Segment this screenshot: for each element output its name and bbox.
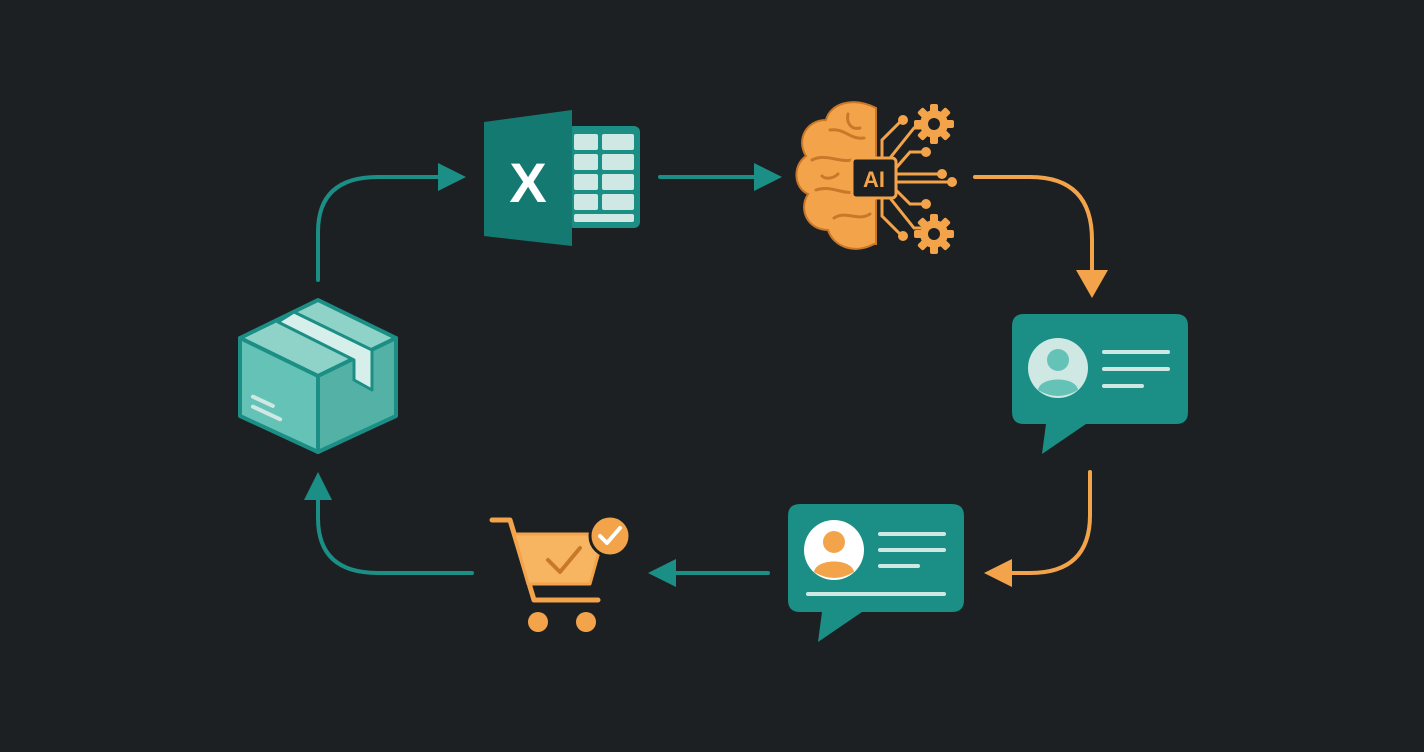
check-badge-icon [588,514,632,558]
arrow-spreadsheet-to-ai [658,163,782,191]
chat-message-orange-avatar-icon [788,504,964,642]
circuit-nodes [898,115,957,241]
excel-x-glyph: X [509,151,546,214]
ai-brain-circuit-icon: AI [795,101,957,254]
excel-spreadsheet-icon: X [484,110,640,246]
arrow-message-to-reply [984,470,1092,587]
gear-icon [914,104,954,144]
ai-chip-label: AI [863,167,885,192]
spreadsheet-grid [574,134,634,222]
arrow-package-to-spreadsheet [316,163,466,282]
message-text-lines [1102,350,1170,388]
package-box-icon [238,298,398,454]
message-text-lines [806,532,946,596]
avatar [1028,338,1088,398]
arrow-cart-to-package [304,472,474,575]
gear-icon [914,214,954,254]
chat-message-teal-avatar-icon [1012,314,1188,454]
shopping-cart-check-icon [489,514,632,632]
arrow-ai-to-message [973,175,1108,298]
arrow-reply-to-cart [648,559,770,587]
avatar [804,520,864,580]
flow-arrows [304,163,1108,587]
